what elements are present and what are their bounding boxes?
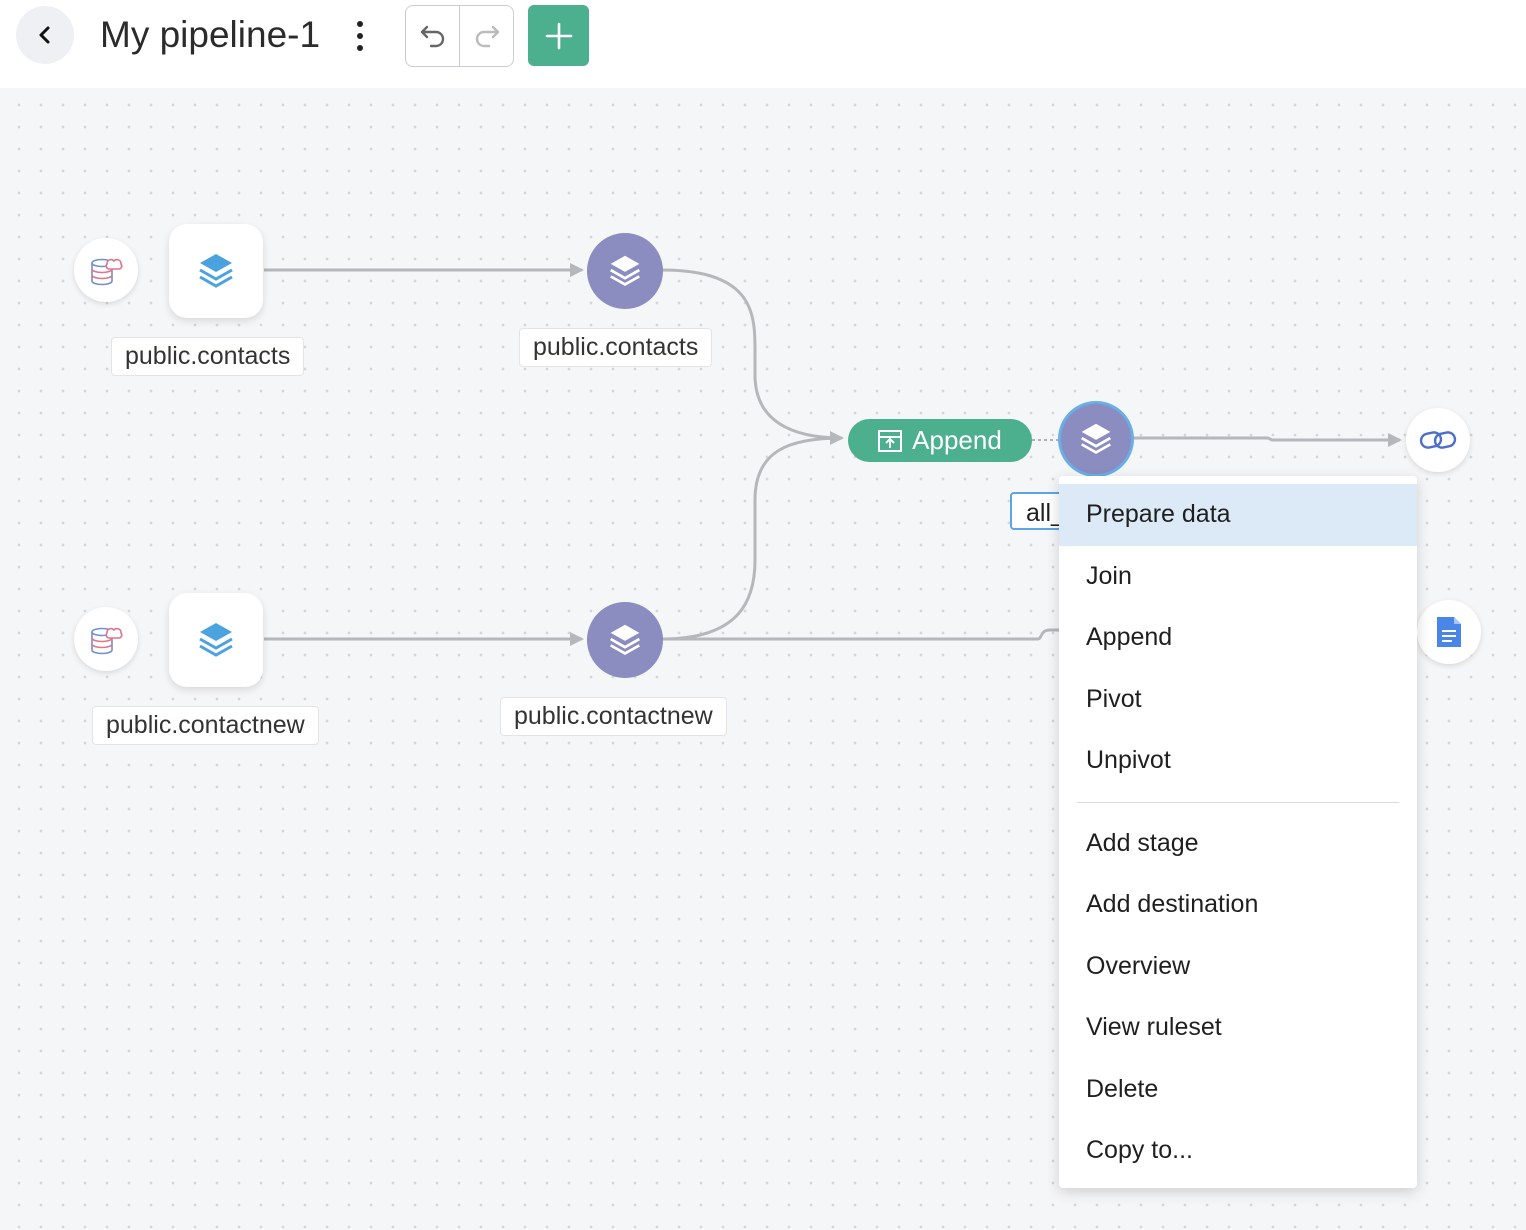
kebab-icon (357, 21, 363, 51)
layers-icon (1081, 423, 1111, 454)
menu-item-delete[interactable]: Delete (1086, 1074, 1159, 1103)
back-button[interactable] (16, 6, 74, 64)
menu-item-add-destination[interactable]: Add destination (1086, 890, 1259, 918)
menu-item-append[interactable]: Append (1086, 623, 1173, 651)
dataset-label: public.contactnew (92, 706, 319, 745)
cloud-database-icon (91, 627, 123, 655)
destination-node-2[interactable] (1417, 600, 1481, 664)
context-menu: Prepare data Join Append Pivot Unpivot A… (1059, 476, 1417, 1188)
cloud-database-icon (91, 258, 123, 286)
source-node-1[interactable] (74, 238, 138, 302)
menu-item-prepare-data[interactable]: Prepare data (1059, 484, 1417, 546)
dataset-label: public.contacts (111, 337, 305, 376)
layers-icon (199, 623, 233, 657)
menu-item-add-stage[interactable]: Add stage (1086, 828, 1199, 857)
add-button[interactable] (528, 5, 589, 66)
top-bar: My pipeline-1 (0, 0, 1526, 88)
undo-button[interactable] (406, 6, 459, 66)
menu-divider (1077, 801, 1399, 803)
destination-node-1[interactable] (1406, 408, 1470, 472)
source-node-2[interactable] (74, 607, 138, 671)
menu-item-join[interactable]: Join (1086, 561, 1132, 590)
undo-redo-group (405, 5, 514, 67)
dataset-node-contacts[interactable] (169, 224, 263, 318)
link-icon (1419, 431, 1457, 449)
more-options-button[interactable] (346, 14, 374, 58)
menu-item-view-ruleset[interactable]: View ruleset (1086, 1013, 1222, 1041)
redo-icon (475, 25, 499, 48)
menu-item-pivot[interactable]: Pivot (1086, 684, 1142, 713)
stage-node-contactnew[interactable] (587, 602, 663, 678)
chevron-left-icon (39, 26, 50, 44)
layers-icon (610, 624, 640, 655)
pipeline-title[interactable]: My pipeline-1 (100, 14, 321, 55)
stage-label: public.contactnew (500, 697, 727, 736)
redo-button[interactable] (459, 6, 513, 66)
append-label: Append (912, 425, 1002, 455)
dataset-node-contactnew[interactable] (169, 593, 263, 687)
undo-icon (420, 25, 444, 48)
document-icon (1437, 617, 1461, 647)
menu-item-unpivot[interactable]: Unpivot (1086, 746, 1171, 774)
menu-item-overview[interactable]: Overview (1086, 951, 1191, 980)
stage-label: public.contacts (519, 328, 713, 367)
layers-icon (610, 255, 640, 286)
stage-node-all[interactable] (1061, 404, 1131, 474)
stage-node-contacts[interactable] (587, 233, 663, 309)
append-node[interactable]: Append (848, 419, 1032, 462)
plus-icon (545, 22, 572, 49)
layers-icon (199, 254, 233, 288)
menu-item-copy-to[interactable]: Copy to... (1086, 1136, 1193, 1164)
append-icon (878, 429, 903, 452)
